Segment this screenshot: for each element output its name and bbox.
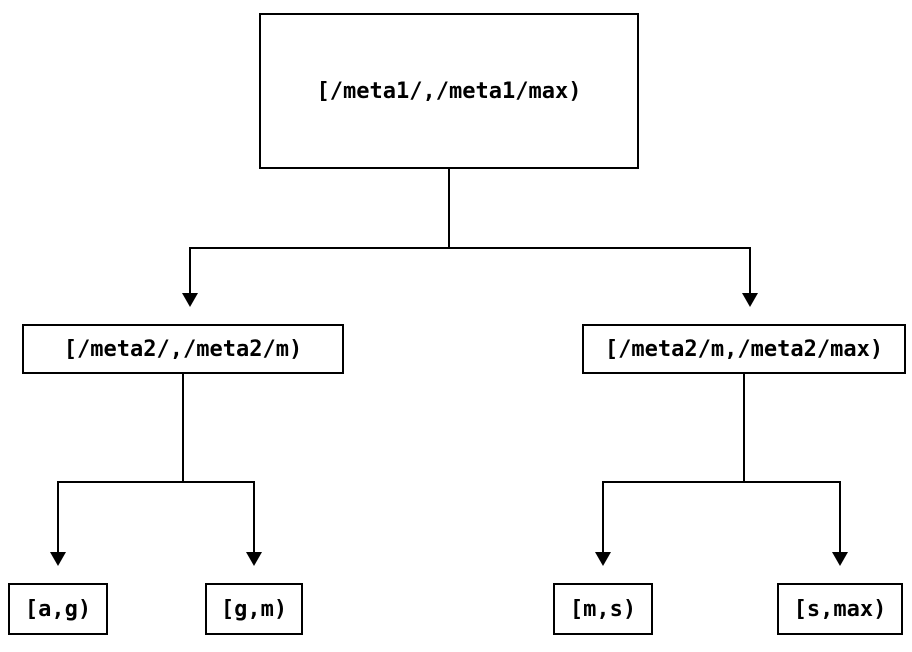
tree-node-root: [/meta1/,/meta1/max) xyxy=(259,13,639,169)
tree-node-meta2-left: [/meta2/,/meta2/m) xyxy=(22,324,344,374)
edge-right-crossbar xyxy=(602,481,841,483)
edge-left-crossbar xyxy=(57,481,255,483)
tree-node-meta2-right: [/meta2/m,/meta2/max) xyxy=(582,324,906,374)
arrowhead-down-icon xyxy=(742,293,758,307)
edge-right-to-ms-drop xyxy=(602,481,604,552)
arrowhead-down-icon xyxy=(182,293,198,307)
tree-leaf-a-g: [a,g) xyxy=(8,583,108,635)
tree-leaf-g-m: [g,m) xyxy=(205,583,303,635)
tree-leaf-m-s: [m,s) xyxy=(553,583,653,635)
arrowhead-down-icon xyxy=(595,552,611,566)
edge-root-crossbar xyxy=(189,247,751,249)
edge-right-to-smax-drop xyxy=(839,481,841,552)
edge-root-to-right-drop xyxy=(749,247,751,293)
arrowhead-down-icon xyxy=(832,552,848,566)
edge-left-stem xyxy=(182,374,184,481)
edge-right-stem xyxy=(743,374,745,481)
edge-left-to-gm-drop xyxy=(253,481,255,552)
arrowhead-down-icon xyxy=(50,552,66,566)
edge-left-to-ag-drop xyxy=(57,481,59,552)
edge-root-stem xyxy=(448,169,450,247)
edge-root-to-left-drop xyxy=(189,247,191,293)
tree-leaf-s-max: [s,max) xyxy=(777,583,903,635)
arrowhead-down-icon xyxy=(246,552,262,566)
